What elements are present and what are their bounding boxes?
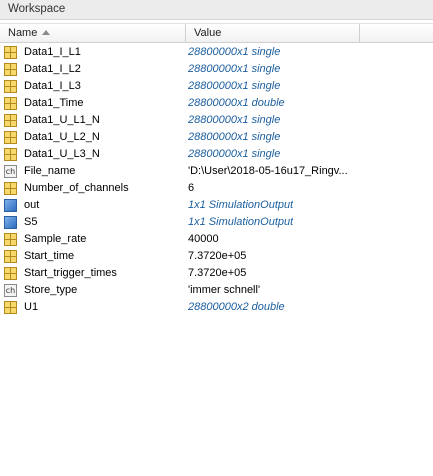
matrix-icon bbox=[4, 250, 17, 263]
table-row[interactable]: S5 1x1 SimulationOutput bbox=[0, 215, 433, 232]
object-icon bbox=[4, 216, 17, 229]
char-icon: ch bbox=[4, 284, 17, 297]
variable-value: 'D:\User\2018-05-16u17_Ringv... bbox=[188, 165, 348, 177]
matrix-icon bbox=[4, 233, 17, 246]
variable-name: Data1_U_L3_N bbox=[24, 148, 100, 160]
variable-value: 7.3720e+05 bbox=[188, 250, 247, 262]
variable-value: 'immer schnell' bbox=[188, 284, 261, 296]
variable-name: Sample_rate bbox=[24, 233, 87, 245]
table-row[interactable]: Data1_I_L3 28800000x1 single bbox=[0, 79, 433, 96]
variable-name: Number_of_channels bbox=[24, 182, 129, 194]
matrix-icon bbox=[4, 80, 17, 93]
variable-value: 40000 bbox=[188, 233, 219, 245]
variable-name: Store_type bbox=[24, 284, 78, 296]
matrix-icon bbox=[4, 267, 17, 280]
panel-title: Workspace bbox=[8, 3, 66, 15]
variable-name: Data1_U_L1_N bbox=[24, 114, 100, 126]
sort-ascending-icon bbox=[42, 30, 51, 35]
workspace-panel-titlebar: Workspace bbox=[0, 0, 433, 20]
variable-value: 28800000x1 single bbox=[188, 46, 281, 58]
variable-value: 28800000x1 single bbox=[188, 131, 281, 143]
variable-value: 28800000x1 single bbox=[188, 148, 281, 160]
variable-value: 28800000x1 single bbox=[188, 63, 281, 75]
table-row[interactable]: U1 28800000x2 double bbox=[0, 300, 433, 317]
variable-value: 7.3720e+05 bbox=[188, 267, 247, 279]
variable-value: 6 bbox=[188, 182, 195, 194]
variable-name: Start_trigger_times bbox=[24, 267, 117, 279]
variable-name: Data1_U_L2_N bbox=[24, 131, 100, 143]
table-row[interactable]: Data1_Time 28800000x1 double bbox=[0, 96, 433, 113]
matrix-icon bbox=[4, 301, 17, 314]
variable-name: Data1_I_L3 bbox=[24, 80, 81, 92]
matrix-icon bbox=[4, 182, 17, 195]
table-row[interactable]: Data1_I_L2 28800000x1 single bbox=[0, 62, 433, 79]
table-row[interactable]: ch File_name 'D:\User\2018-05-16u17_Ringv.… bbox=[0, 164, 433, 181]
matrix-icon bbox=[4, 114, 17, 127]
matrix-icon bbox=[4, 131, 17, 144]
variable-name: out bbox=[24, 199, 40, 211]
table-row[interactable]: Sample_rate 40000 bbox=[0, 232, 433, 249]
variable-name: S5 bbox=[24, 216, 38, 228]
matrix-icon bbox=[4, 63, 17, 76]
table-row[interactable]: Data1_U_L1_N 28800000x1 single bbox=[0, 113, 433, 130]
matrix-icon bbox=[4, 46, 17, 59]
object-icon bbox=[4, 199, 17, 212]
table-row[interactable]: Data1_U_L3_N 28800000x1 single bbox=[0, 147, 433, 164]
variable-name: Start_time bbox=[24, 250, 75, 262]
column-header-name-label: Name bbox=[8, 27, 38, 39]
variable-value: 1x1 SimulationOutput bbox=[188, 216, 294, 228]
column-header-value-label: Value bbox=[194, 27, 222, 39]
table-row[interactable]: Start_trigger_times 7.3720e+05 bbox=[0, 266, 433, 283]
variable-name: U1 bbox=[24, 301, 39, 313]
variable-name: File_name bbox=[24, 165, 76, 177]
column-header-name[interactable]: Name bbox=[0, 24, 186, 43]
column-header-value[interactable]: Value bbox=[186, 24, 360, 43]
table-row[interactable]: ch Store_type 'immer schnell' bbox=[0, 283, 433, 300]
table-row[interactable]: out 1x1 SimulationOutput bbox=[0, 198, 433, 215]
table-row[interactable]: Data1_I_L1 28800000x1 single bbox=[0, 45, 433, 62]
matrix-icon bbox=[4, 148, 17, 161]
variable-name: Data1_I_L1 bbox=[24, 46, 81, 58]
char-icon: ch bbox=[4, 165, 17, 178]
variable-value: 28800000x1 single bbox=[188, 114, 281, 126]
variable-name: Data1_I_L2 bbox=[24, 63, 81, 75]
variable-value: 28800000x1 double bbox=[188, 97, 285, 109]
variable-value: 28800000x1 single bbox=[188, 80, 281, 92]
table-header: Name Value bbox=[0, 23, 433, 43]
matrix-icon bbox=[4, 97, 17, 110]
variable-name: Data1_Time bbox=[24, 97, 84, 109]
variable-value: 28800000x2 double bbox=[188, 301, 285, 313]
table-row[interactable]: Number_of_channels 6 bbox=[0, 181, 433, 198]
table-row[interactable]: Start_time 7.3720e+05 bbox=[0, 249, 433, 266]
column-header-empty[interactable] bbox=[360, 24, 433, 43]
variable-value: 1x1 SimulationOutput bbox=[188, 199, 294, 211]
table-row[interactable]: Data1_U_L2_N 28800000x1 single bbox=[0, 130, 433, 147]
